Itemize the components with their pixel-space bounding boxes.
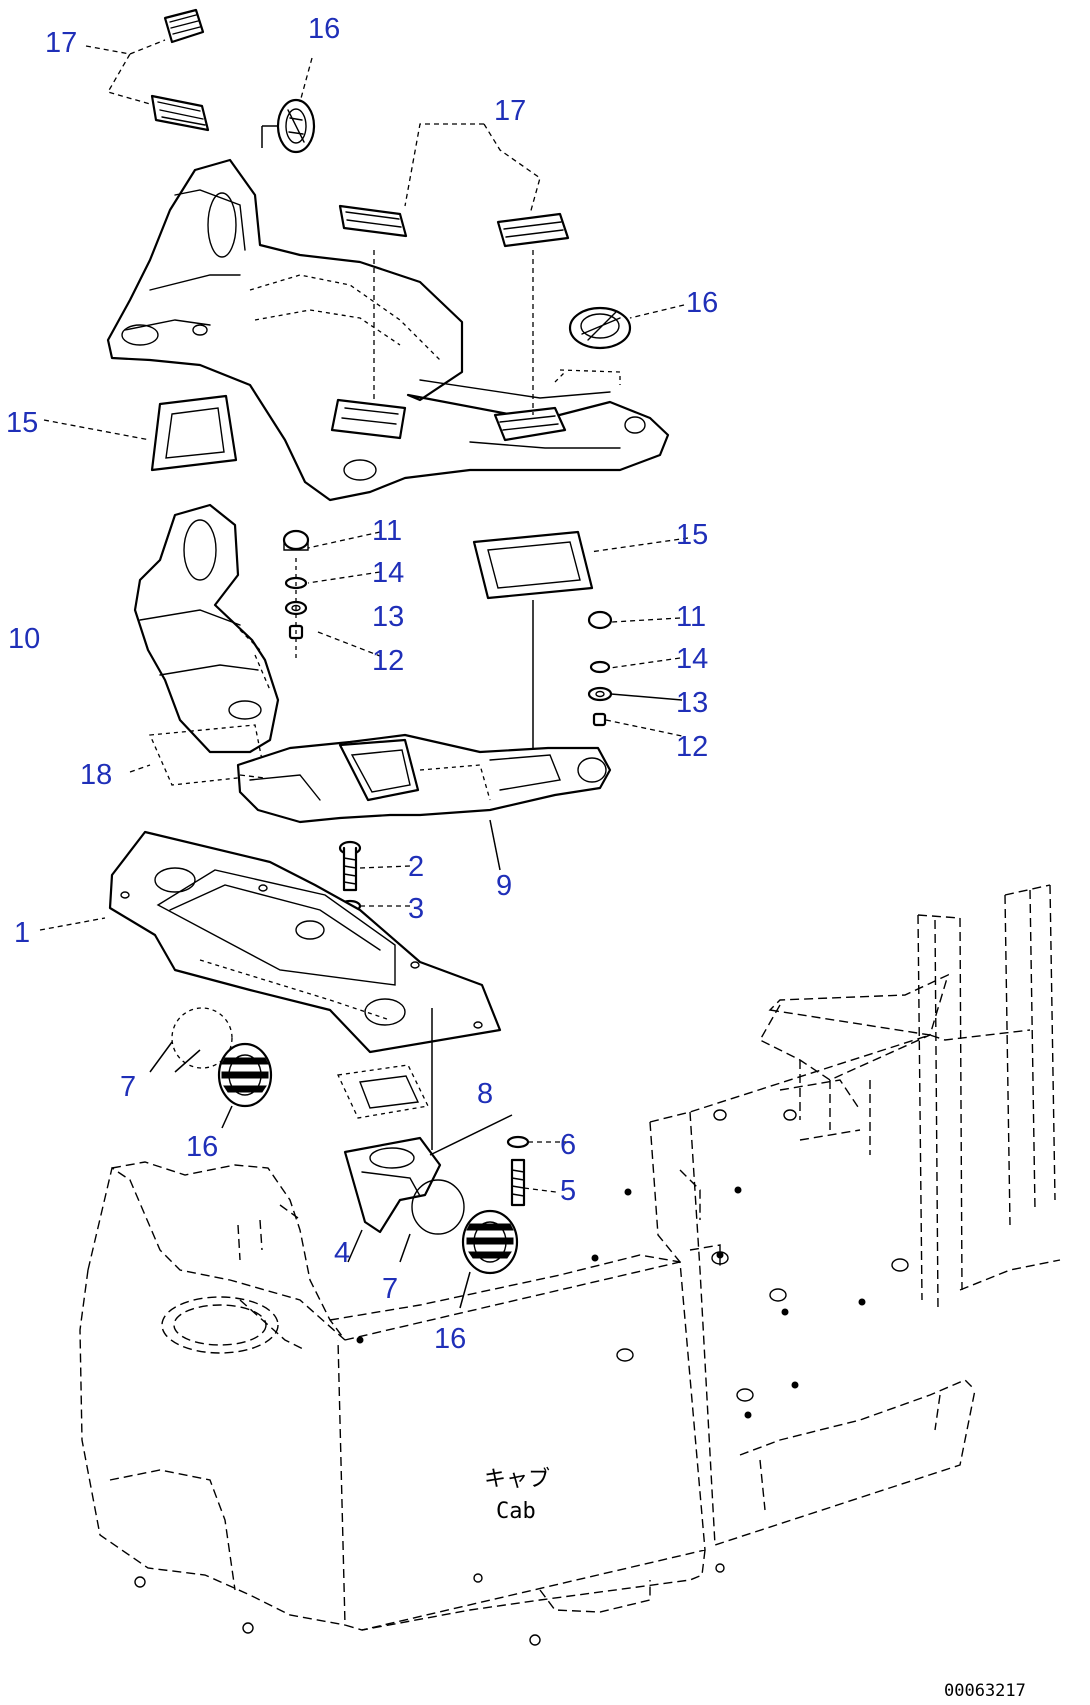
part-6-washer bbox=[506, 1135, 530, 1149]
callout-5: 5 bbox=[560, 1175, 576, 1207]
callout-16: 16 bbox=[434, 1323, 466, 1355]
callout-11: 11 bbox=[372, 515, 402, 547]
part-1-plate bbox=[108, 830, 502, 1054]
callout-16: 16 bbox=[186, 1131, 218, 1163]
callout-8: 8 bbox=[477, 1078, 493, 1110]
callout-12: 12 bbox=[372, 645, 404, 677]
leader-lines bbox=[39, 39, 689, 1309]
part-16-nozzle-left bbox=[217, 1042, 273, 1108]
callout-14: 14 bbox=[676, 643, 708, 675]
gasket-under-plate bbox=[337, 1064, 429, 1119]
callout-14: 14 bbox=[372, 557, 404, 589]
callout-11: 11 bbox=[676, 601, 706, 633]
callout-16: 16 bbox=[308, 13, 340, 45]
callout-10: 10 bbox=[8, 623, 40, 655]
callout-13: 13 bbox=[372, 601, 404, 633]
part-16-nozzle-lower bbox=[461, 1209, 519, 1275]
cab-outline bbox=[79, 884, 1061, 1646]
drawing-code: 00063217 bbox=[944, 1681, 1026, 1701]
part-2-screw bbox=[338, 840, 362, 892]
part-17-vent-middle bbox=[338, 204, 570, 415]
fastener-stack-left bbox=[282, 529, 310, 660]
callout-labels: 17 16 17 16 15 15 10 11 14 13 12 11 14 1… bbox=[6, 13, 718, 1355]
upper-duct-assembly bbox=[106, 158, 670, 502]
part-15-gasket-right bbox=[472, 530, 594, 600]
callout-7: 7 bbox=[120, 1071, 136, 1103]
callout-18: 18 bbox=[80, 759, 112, 791]
fastener-stack-right bbox=[532, 600, 613, 752]
part-15-gasket-left bbox=[150, 394, 238, 472]
part-4-duct bbox=[343, 1008, 513, 1234]
part-7-ring-left bbox=[171, 1007, 233, 1069]
cab-label-jp: キャブ bbox=[484, 1467, 550, 1492]
part-5-screw bbox=[510, 1158, 526, 1207]
callout-16: 16 bbox=[686, 287, 718, 319]
callout-15: 15 bbox=[676, 519, 708, 551]
part-9-crossbar-duct bbox=[236, 733, 612, 824]
part-7-ring-right bbox=[411, 1179, 465, 1235]
callout-17: 17 bbox=[494, 95, 526, 127]
callout-7: 7 bbox=[382, 1273, 398, 1305]
callout-3: 3 bbox=[408, 893, 424, 925]
cab-label-en: Cab bbox=[496, 1499, 536, 1524]
part-16-nozzle-upper bbox=[261, 98, 316, 154]
callout-4: 4 bbox=[334, 1237, 350, 1269]
callout-13: 13 bbox=[676, 687, 708, 719]
callout-12: 12 bbox=[676, 731, 708, 763]
callout-9: 9 bbox=[496, 870, 512, 902]
callout-15: 15 bbox=[6, 407, 38, 439]
part-17-vent-upper bbox=[150, 8, 210, 132]
callout-2: 2 bbox=[408, 851, 424, 883]
callout-17: 17 bbox=[45, 27, 77, 59]
callout-6: 6 bbox=[560, 1129, 576, 1161]
part-10-riser-duct bbox=[133, 503, 280, 754]
part-16-nozzle-right bbox=[568, 306, 632, 350]
callout-1: 1 bbox=[14, 917, 30, 949]
